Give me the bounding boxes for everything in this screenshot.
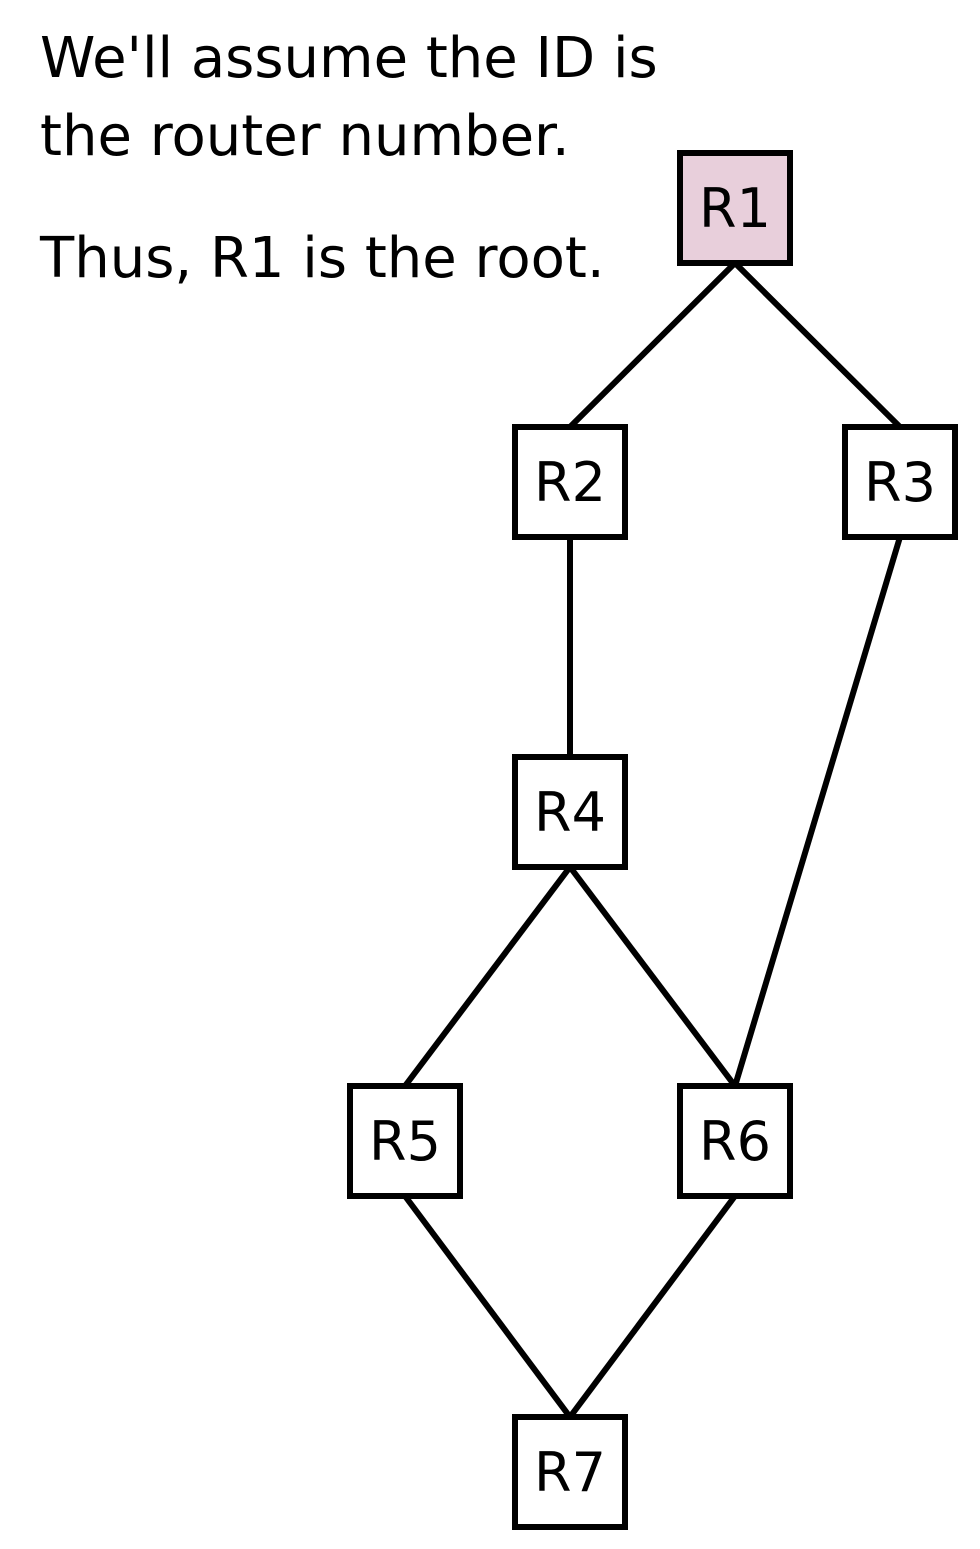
caption-line-3: Thus, R1 is the root. [40,226,605,291]
caption-top: We'll assume the ID is the router number… [40,20,658,176]
router-node-r7: R7 [512,1414,628,1530]
router-box-r3 [842,424,958,540]
router-box-r6 [677,1083,793,1199]
router-label-r2: R2 [534,451,606,514]
edge-r5-r7 [402,1194,573,1419]
edge-r6-r7 [567,1194,738,1419]
router-box-r5 [347,1083,463,1199]
edges [402,260,903,1419]
caption-line-2: the router number. [40,104,570,169]
router-label-r4: R4 [534,781,606,844]
edge-r4-r5 [402,865,573,1088]
router-node-r6: R6 [677,1083,793,1199]
edge-r1-r2 [567,260,738,430]
caption-line-1: We'll assume the ID is [40,26,658,91]
router-node-r5: R5 [347,1083,463,1199]
router-box-r4 [512,754,628,870]
edge-r3-r6 [732,536,903,1087]
router-node-r4: R4 [512,754,628,870]
router-box-r2 [512,424,628,540]
caption-bottom: Thus, R1 is the root. [40,220,605,298]
router-node-r2: R2 [512,424,628,540]
router-label-r7: R7 [534,1441,606,1504]
router-label-r5: R5 [369,1110,441,1173]
edge-r4-r6 [567,865,738,1088]
edge-r1-r3 [732,260,903,430]
router-node-r3: R3 [842,424,958,540]
router-label-r3: R3 [864,451,936,514]
router-box-r1 [677,150,793,266]
router-node-r1: R1 [677,150,793,266]
router-label-r1: R1 [699,177,771,240]
router-label-r6: R6 [699,1110,771,1173]
router-box-r7 [512,1414,628,1530]
